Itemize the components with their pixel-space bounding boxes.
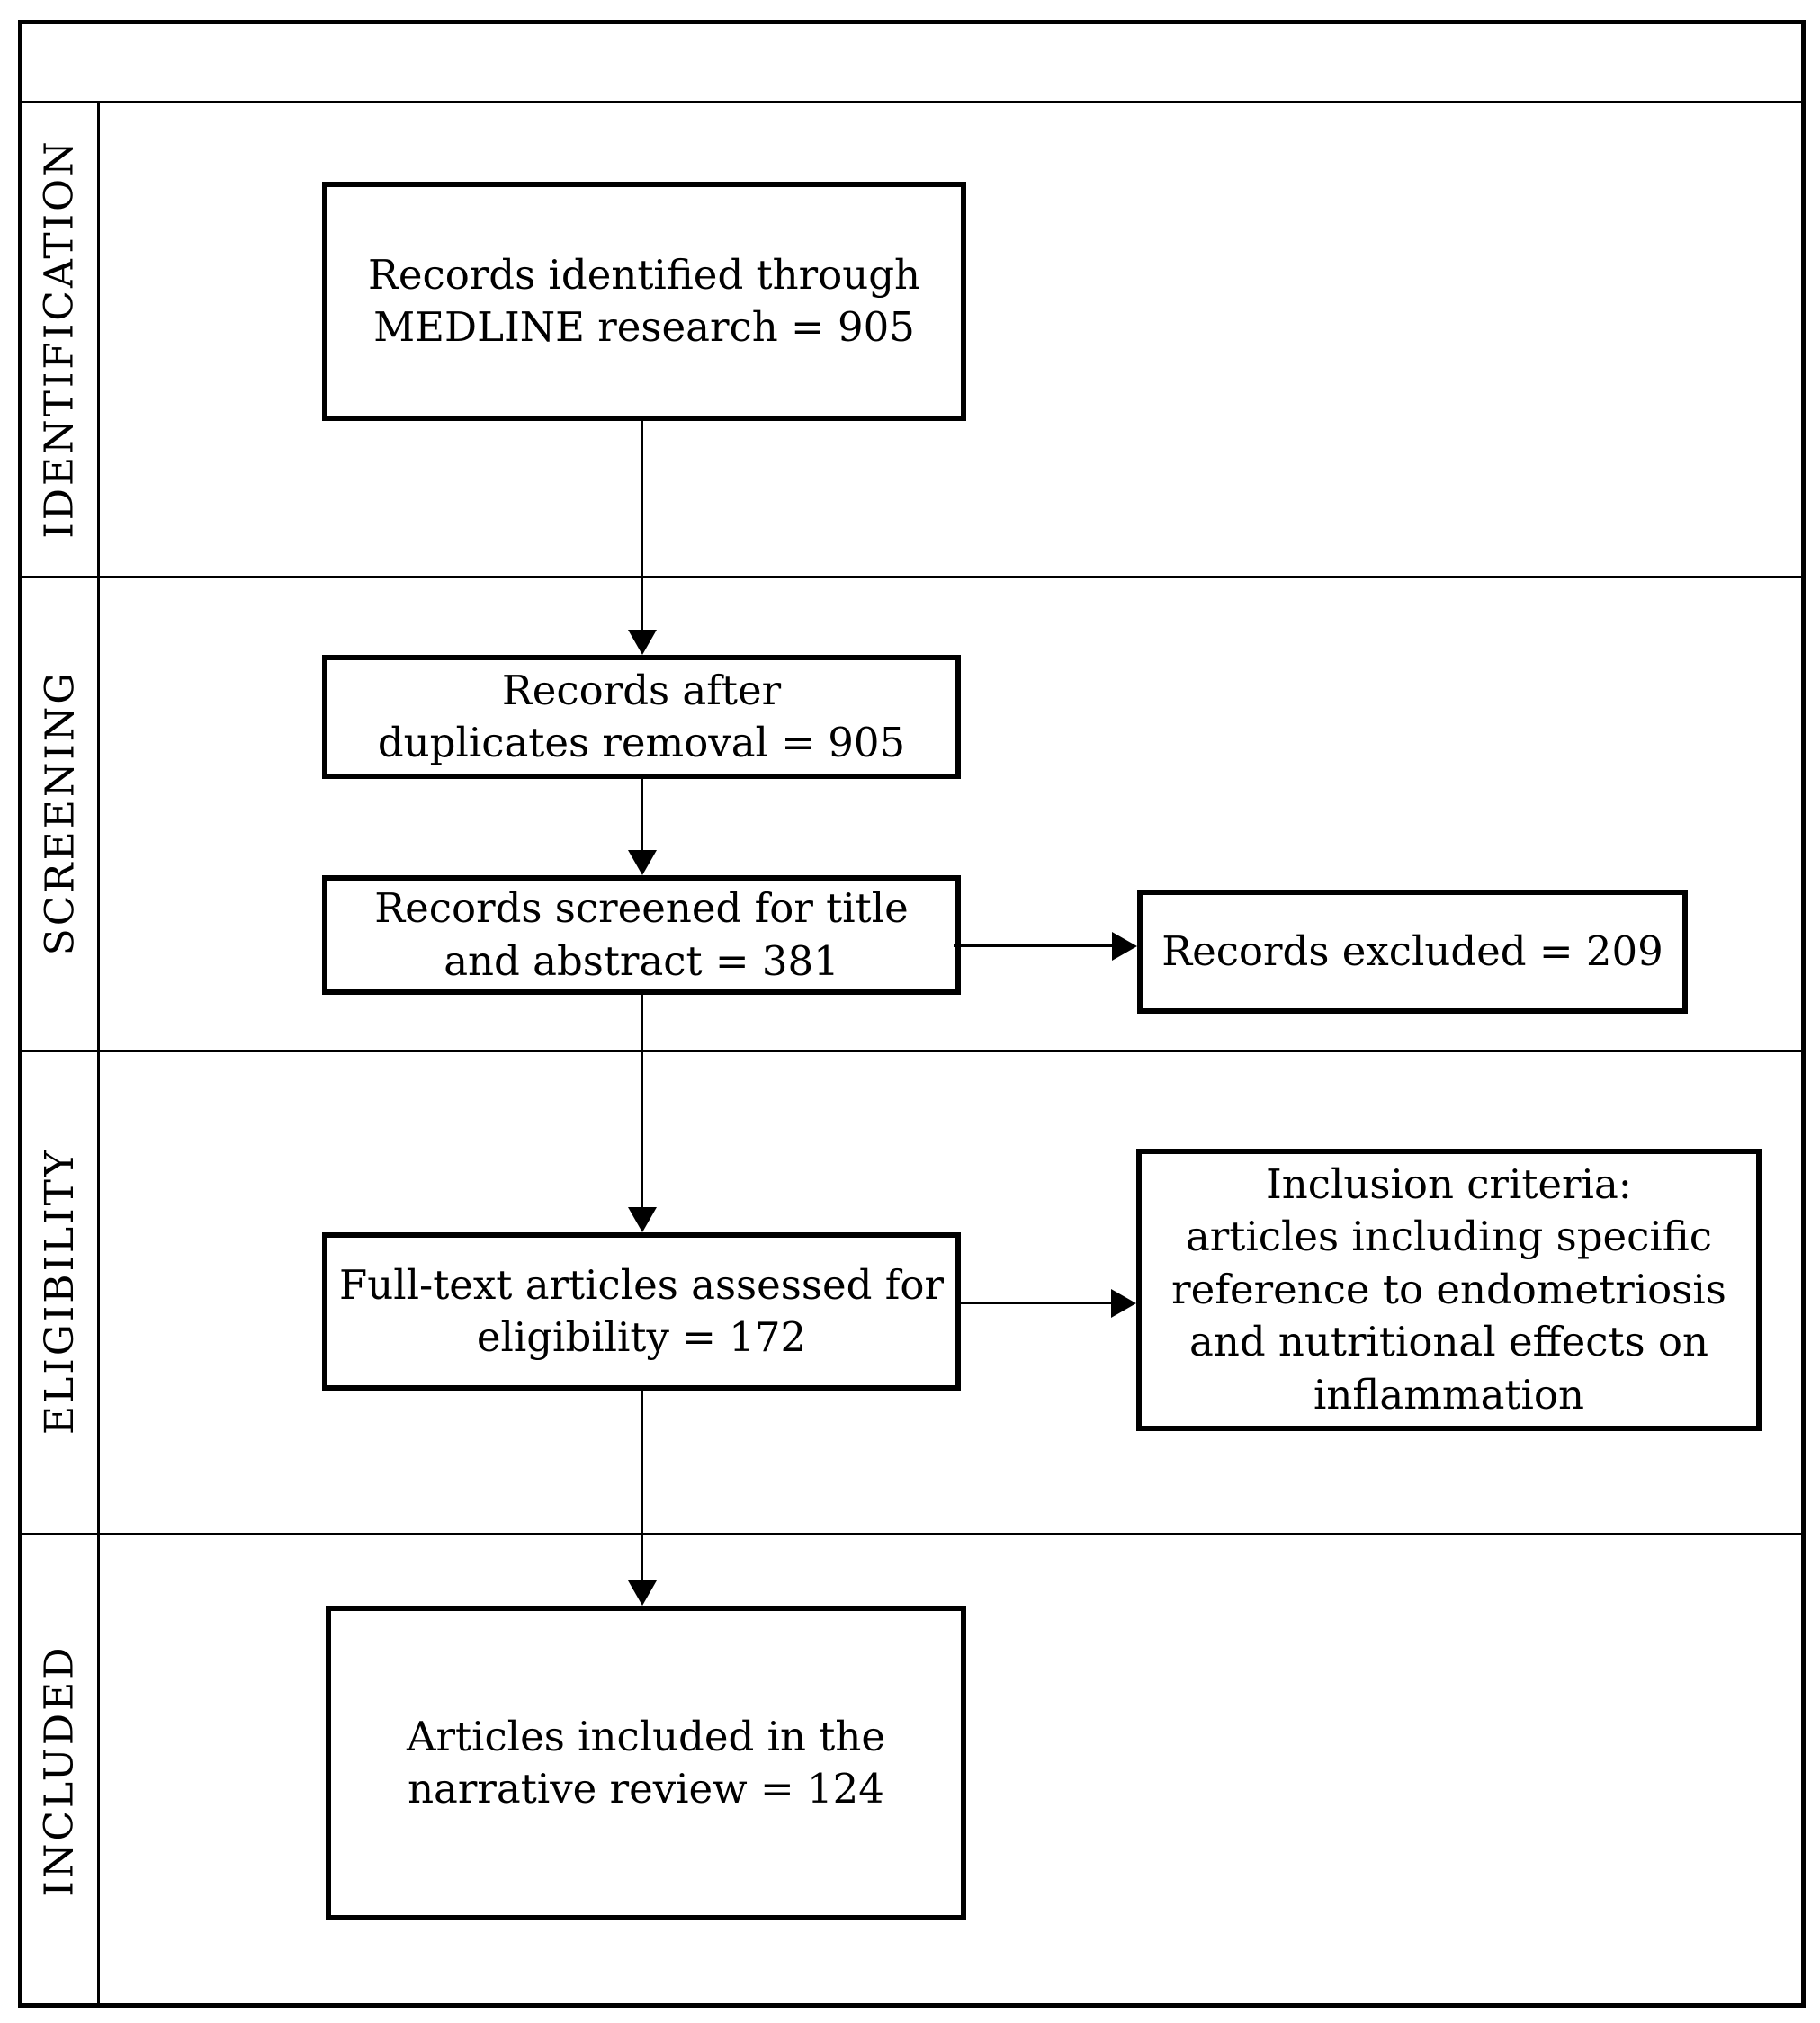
diagram-outer-border xyxy=(18,20,1806,2008)
arrow-line-screened-to-fulltext xyxy=(641,994,643,1208)
flow-box-inclusion-criteria-text: Inclusion criteria: articles including s… xyxy=(1171,1159,1726,1419)
arrow-head-screened-to-excluded xyxy=(1112,932,1137,961)
stage-label-included: INCLUDED xyxy=(37,1643,83,1897)
row-divider-identification-screening xyxy=(22,576,1801,578)
arrow-line-fulltext-to-criteria xyxy=(961,1302,1114,1304)
arrow-head-screened-to-fulltext xyxy=(628,1207,657,1232)
stage-cell-included: INCLUDED xyxy=(22,1533,97,2008)
arrow-head-fulltext-to-criteria xyxy=(1111,1289,1136,1318)
flow-box-records-screened: Records screened for title and abstract … xyxy=(322,875,961,995)
flow-box-articles-included-text: Articles included in the narrative revie… xyxy=(407,1712,885,1813)
flow-box-records-excluded: Records excluded = 209 xyxy=(1137,890,1688,1014)
stage-label-screening: SCREENING xyxy=(37,669,83,956)
stage-label-eligibility: ELIGIBILITY xyxy=(37,1148,83,1435)
arrow-head-identified-to-duplicates xyxy=(628,630,657,655)
flow-box-inclusion-criteria: Inclusion criteria: articles including s… xyxy=(1136,1149,1762,1431)
row-divider-screening-eligibility xyxy=(22,1050,1801,1052)
arrow-line-identified-to-duplicates xyxy=(641,421,643,635)
arrow-head-fulltext-to-included xyxy=(628,1580,657,1606)
flow-box-records-after-duplicates: Records after duplicates removal = 905 xyxy=(322,655,961,779)
flow-box-records-excluded-text: Records excluded = 209 xyxy=(1161,926,1663,975)
flow-box-records-identified-text: Records identified through MEDLINE resea… xyxy=(367,250,920,352)
flow-box-records-after-duplicates-text: Records after duplicates removal = 905 xyxy=(377,666,906,767)
flow-box-articles-included: Articles included in the narrative revie… xyxy=(326,1606,966,1920)
stage-label-identification: IDENTIFICATION xyxy=(37,138,84,539)
stage-cell-eligibility: ELIGIBILITY xyxy=(22,1050,97,1533)
stage-column-divider-line xyxy=(97,101,100,2003)
stage-cell-identification: IDENTIFICATION xyxy=(22,101,97,576)
header-divider-line xyxy=(22,101,1801,103)
flow-box-fulltext-assessed: Full-text articles assessed for eligibil… xyxy=(322,1232,961,1391)
arrow-line-duplicates-to-screened xyxy=(641,779,643,851)
flow-box-records-identified: Records identified through MEDLINE resea… xyxy=(322,182,966,421)
row-divider-eligibility-included xyxy=(22,1533,1801,1535)
arrow-line-fulltext-to-included xyxy=(641,1391,643,1581)
stage-cell-screening: SCREENING xyxy=(22,576,97,1050)
arrow-line-screened-to-excluded xyxy=(954,944,1117,947)
flow-box-records-screened-text: Records screened for title and abstract … xyxy=(374,884,909,985)
flow-box-fulltext-assessed-text: Full-text articles assessed for eligibil… xyxy=(339,1260,944,1362)
arrow-head-duplicates-to-screened xyxy=(628,850,657,875)
